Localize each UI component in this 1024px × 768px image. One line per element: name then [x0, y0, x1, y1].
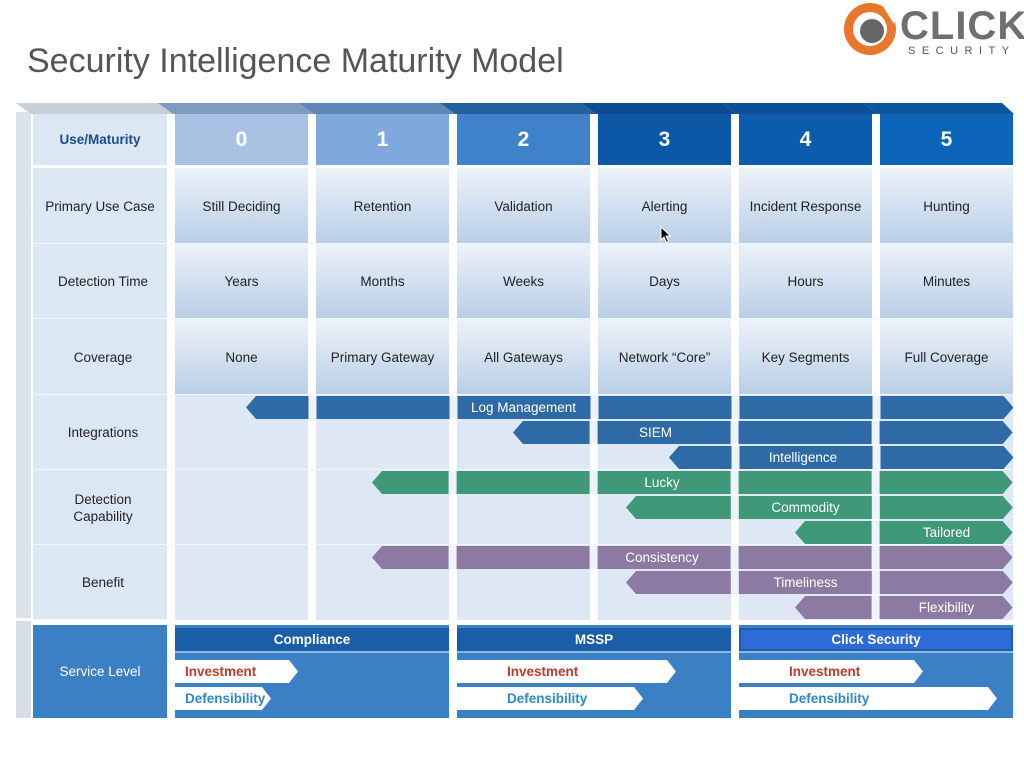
service-group-rule-2: [739, 651, 1013, 653]
service-investment-arrow-2: Investment: [739, 660, 923, 683]
benefit-bar-label-2: Flexibility: [918, 599, 975, 615]
integrations-bar-label-1: SIEM: [638, 424, 672, 440]
level-header-5: 5: [880, 114, 1013, 165]
detection-bar-label-0: Lucky: [644, 474, 680, 490]
cell-0-1: Retention: [353, 198, 412, 214]
row-label-detection-capability: Detection Capability: [73, 491, 133, 524]
logo-wordmark: CLICK: [900, 4, 1024, 48]
level-column-band: [880, 244, 1013, 318]
integrations-bar-label-2: Intelligence: [768, 449, 838, 465]
cell-0-2: Validation: [494, 198, 553, 214]
detection-bar-0: [372, 471, 1013, 494]
benefit-bar-label-1: Timeliness: [773, 574, 838, 590]
level-column-band: [739, 244, 872, 318]
level-column-band: [175, 244, 308, 318]
service-level-divider-2: [449, 625, 457, 718]
cell-2-0: None: [225, 349, 258, 365]
service-defensibility-arrow-1: Defensibility: [457, 687, 643, 710]
service-investment-arrow-1: Investment: [457, 660, 676, 683]
level-header-4: 4: [739, 114, 872, 165]
header-label: Use/Maturity: [59, 132, 141, 147]
cell-1-0: Years: [224, 274, 259, 289]
integrations-bar-1: [513, 421, 1013, 444]
level-column-band: [598, 244, 731, 318]
logo-subtitle: SECURITY: [908, 45, 1016, 57]
service-investment-arrow-0: Investment: [175, 660, 298, 683]
label-column: [33, 114, 167, 619]
level-header-2: 2: [457, 114, 590, 165]
benefit-bar-label-0: Consistency: [625, 549, 699, 565]
level-column-band: [457, 168, 590, 243]
service-level-label: Service Level: [59, 664, 141, 679]
row-label-benefit: Benefit: [81, 575, 125, 590]
benefit-bar-1: [626, 571, 1013, 594]
level-column-band: [457, 244, 590, 318]
detection-bar-label-2: Tailored: [922, 524, 971, 540]
cell-1-5: Minutes: [922, 274, 971, 289]
level-column-band: [316, 319, 449, 394]
cell-0-0: Still Deciding: [202, 198, 281, 214]
integrations-bar-2: [668, 446, 1013, 469]
cell-2-3: Network “Core”: [618, 349, 711, 365]
level-column-band: [739, 319, 872, 394]
cell-1-4: Hours: [787, 274, 824, 289]
integrations-bar-label-0: Log Management: [470, 399, 577, 415]
level-column-band: [880, 168, 1013, 243]
benefit-bar-0: [372, 546, 1013, 569]
click-security-logo-icon: [844, 2, 900, 55]
cell-2-4: Key Segments: [761, 349, 850, 365]
service-level-divider-1: [167, 625, 175, 718]
page-title: Security Intelligence Maturity Model: [27, 42, 564, 80]
level-header-3: 3: [598, 114, 731, 165]
detection-bar-1: [626, 496, 1013, 519]
level-header-0: 0: [175, 114, 308, 165]
level-column-band: [880, 319, 1013, 394]
cell-1-1: Months: [360, 274, 405, 289]
service-level-divider-3: [731, 625, 739, 718]
level-column-band: [739, 168, 872, 243]
row-label-coverage: Coverage: [73, 349, 133, 365]
service-group-head-2: Click Security: [739, 628, 1013, 651]
row-label-detection-time: Detection Time: [57, 274, 149, 289]
service-group-rule-0: [175, 651, 449, 653]
level-column-band: [175, 319, 308, 394]
level-column-lower: [175, 395, 308, 620]
level-column-band: [175, 168, 308, 243]
detection-bar-2: [795, 521, 1013, 544]
service-left-bevel: [16, 621, 31, 718]
company-logo: CLICK SECURITY: [842, 0, 1024, 62]
cell-2-5: Full Coverage: [904, 349, 989, 365]
level-column-band: [598, 319, 731, 394]
table-top-bevel: [16, 103, 1014, 114]
cell-1-3: Days: [649, 274, 680, 289]
benefit-bar-2: [795, 596, 1013, 619]
cell-1-2: Weeks: [502, 274, 544, 289]
cell-0-3: Alerting: [641, 198, 688, 214]
cell-2-2: All Gateways: [484, 349, 563, 365]
service-defensibility-arrow-2: Defensibility: [739, 687, 997, 710]
service-group-head-1: MSSP: [457, 628, 731, 651]
level-header-1: 1: [316, 114, 449, 165]
service-defensibility-arrow-0: Defensibility: [175, 687, 271, 710]
level-column-band: [457, 319, 590, 394]
row-label-integrations: Integrations: [67, 425, 139, 440]
service-group-rule-1: [457, 651, 731, 653]
cell-0-5: Hunting: [923, 198, 970, 214]
service-group-head-0: Compliance: [175, 628, 449, 651]
table-left-bevel: [16, 112, 31, 618]
row-label-primary-use-case: Primary Use Case: [45, 198, 155, 214]
level-column-lower: [316, 395, 449, 620]
level-column-band: [316, 168, 449, 243]
cell-2-1: Primary Gateway: [330, 349, 435, 365]
mouse-cursor-icon: [660, 226, 672, 244]
detection-bar-label-1: Commodity: [771, 499, 840, 515]
level-column-band: [316, 244, 449, 318]
cell-0-4: Incident Response: [749, 198, 862, 214]
integrations-bar-0: [245, 396, 1013, 419]
